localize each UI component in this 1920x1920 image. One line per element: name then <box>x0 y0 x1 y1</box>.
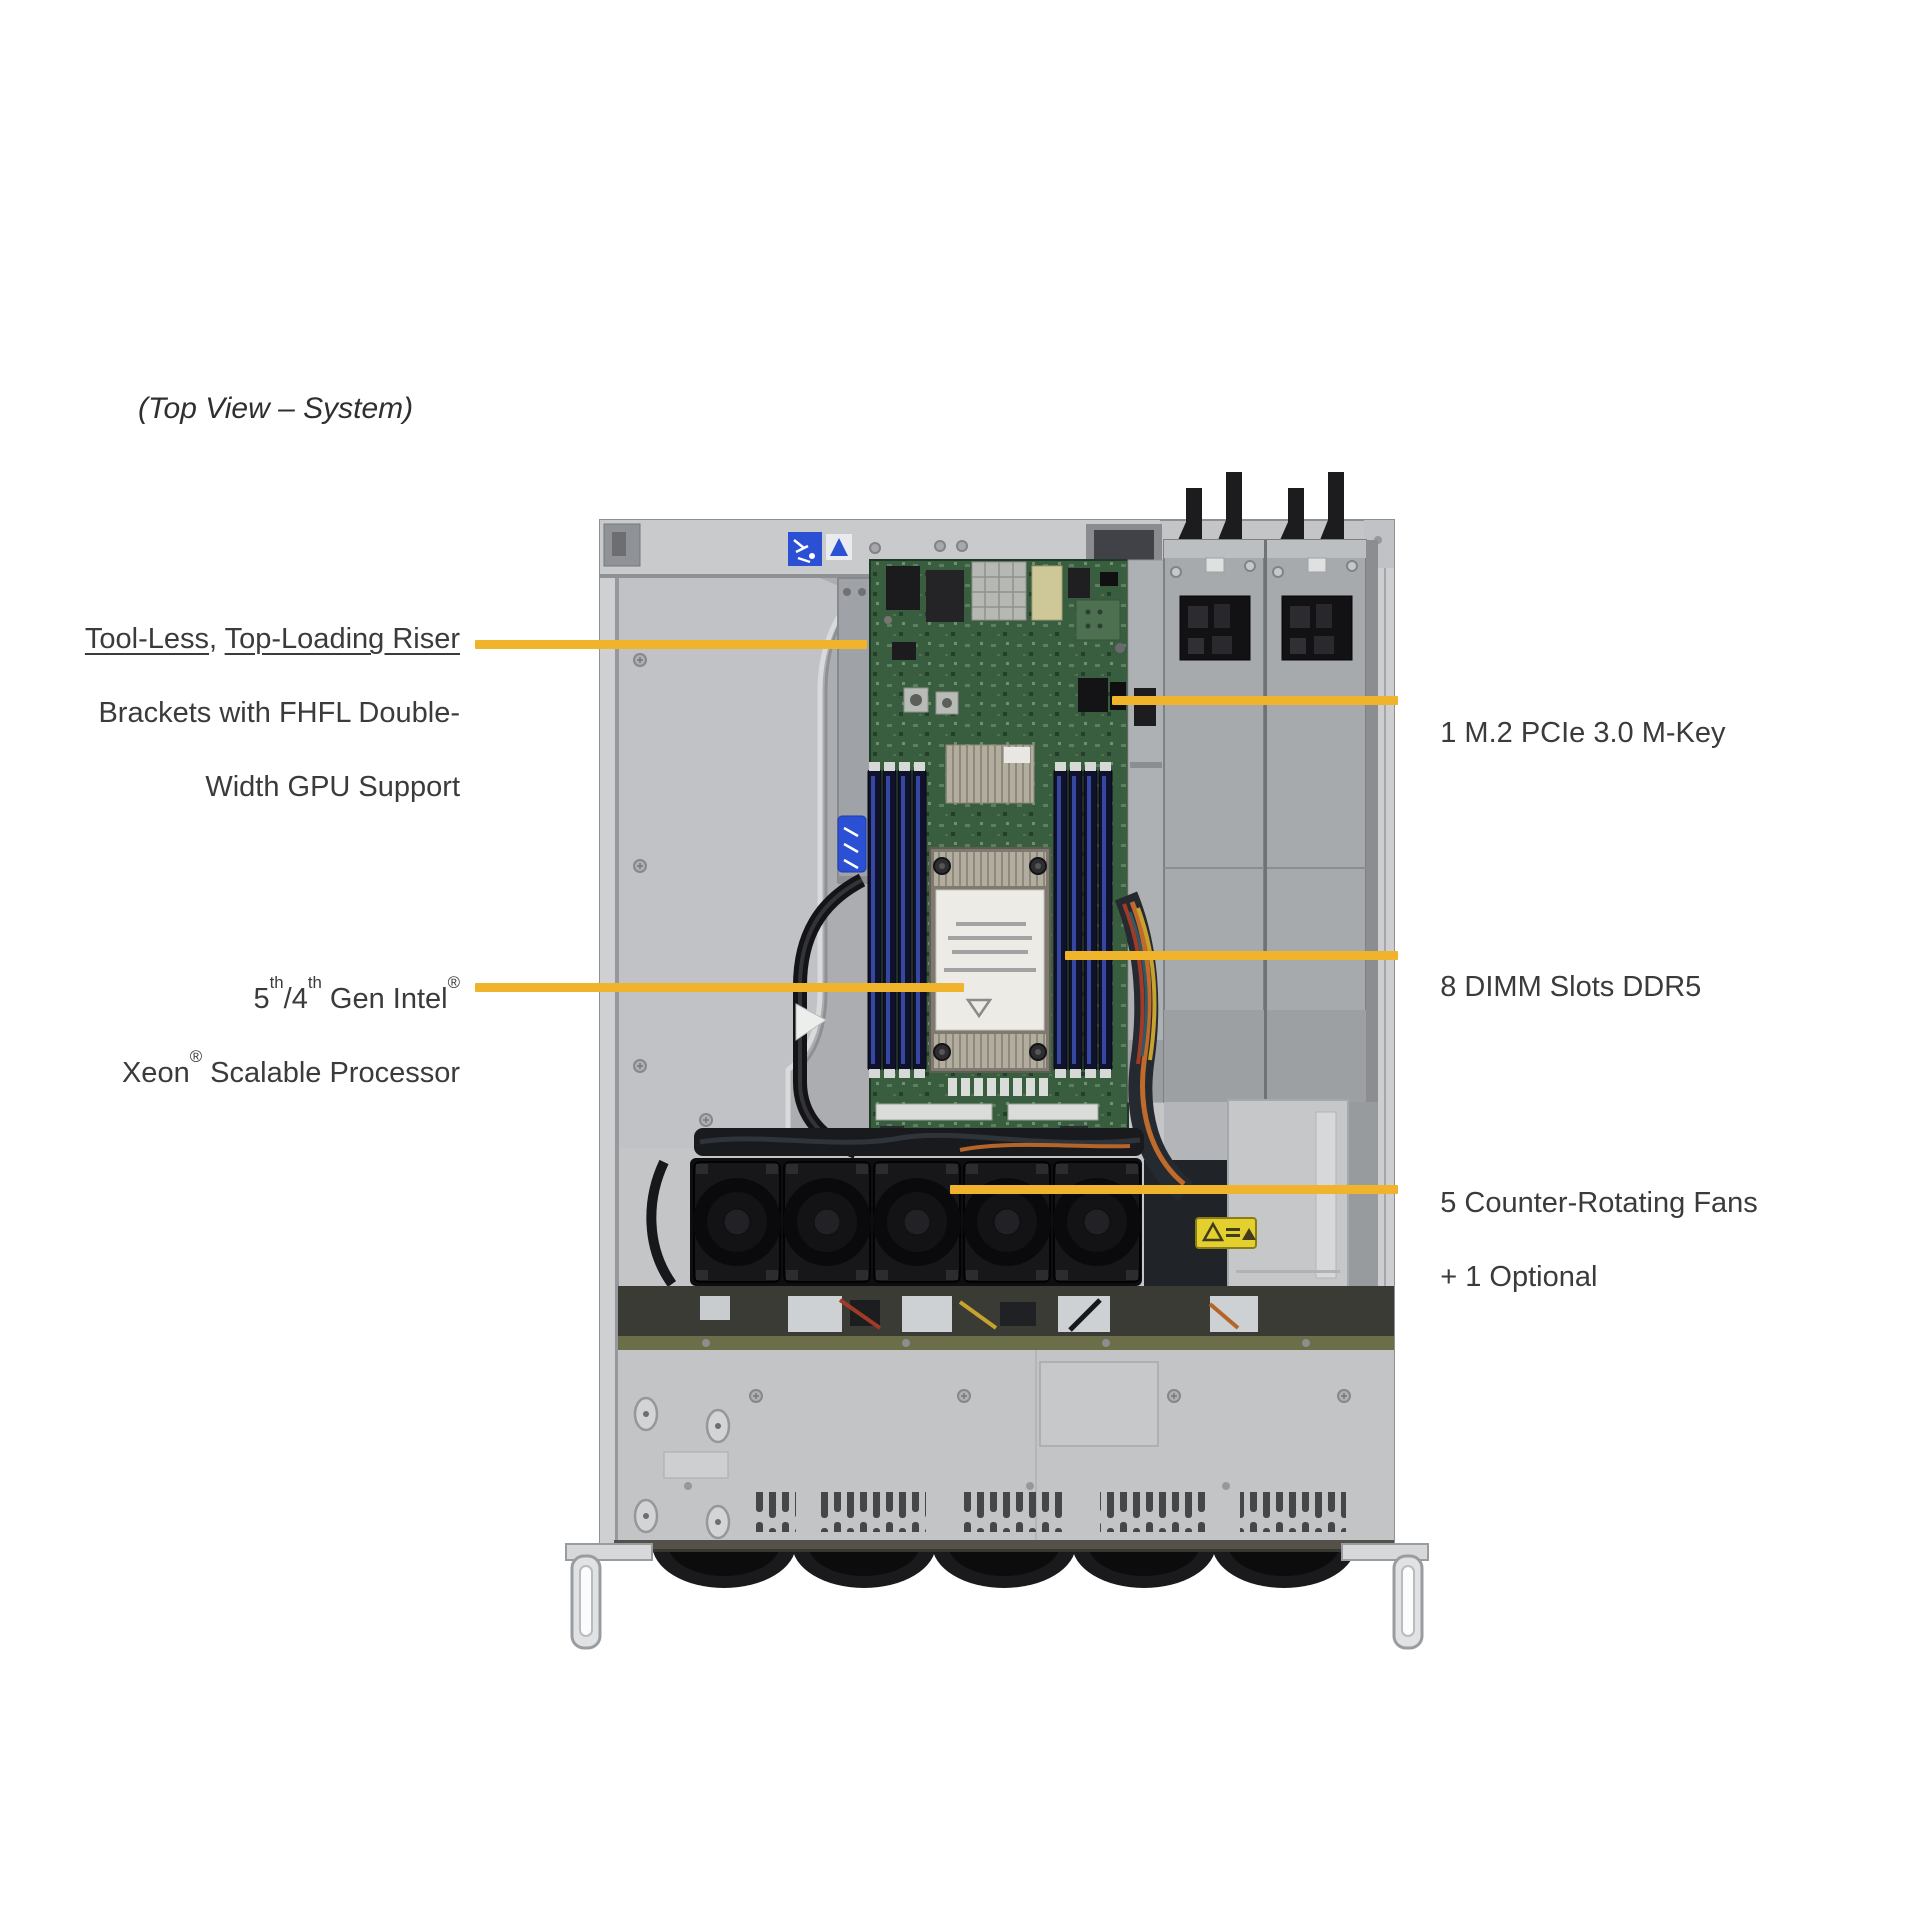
callout-line-m2 <box>1112 696 1398 705</box>
label-riser-line-3: Width GPU Support <box>205 771 460 803</box>
dimm-bank-right <box>1053 762 1113 1078</box>
label-processor: 5th/4th Gen Intel® Xeon® Scalable Proces… <box>30 944 460 1129</box>
mounting-ear-left <box>565 1543 653 1650</box>
label-fans: 5 Counter-Rotating Fans + 1 Optional <box>1408 1148 1828 1333</box>
label-dimm-slots: 8 DIMM Slots DDR5 <box>1408 932 1828 1043</box>
cpu-label <box>935 889 1045 1031</box>
fan-4 <box>963 1161 1051 1283</box>
m2-slot <box>1078 678 1126 712</box>
label-processor-tail1: Gen Intel <box>321 983 448 1015</box>
label-dimm-text: 8 DIMM Slots DDR5 <box>1440 971 1702 1003</box>
dimm-bank-left <box>867 762 927 1078</box>
motherboard <box>867 559 1129 1147</box>
fan-assembly <box>690 1158 1142 1286</box>
label-riser-brackets: Tool-Less, Top-Loading Riser Brackets wi… <box>30 584 460 843</box>
warning-label <box>1195 1217 1257 1249</box>
callout-line-riser <box>475 640 867 649</box>
label-riser-underline-1: Tool-Less <box>84 623 210 655</box>
label-processor-gen2: 4 <box>291 983 308 1015</box>
label-processor-sup2: th <box>307 973 322 993</box>
callout-line-fans <box>950 1185 1398 1194</box>
label-fans-line-1: 5 Counter-Rotating Fans <box>1440 1187 1758 1219</box>
mounting-ear-right <box>1341 1543 1429 1650</box>
board-edge-connectors <box>875 1078 1099 1121</box>
label-m2-slot: 1 M.2 PCIe 3.0 M-Key <box>1408 678 1828 789</box>
psu-handle <box>1178 472 1242 540</box>
cable-bundle-right <box>1114 891 1194 1202</box>
front-edge <box>614 1540 1394 1552</box>
callout-line-dimm <box>1065 951 1398 960</box>
chipset-heatsink <box>945 744 1035 804</box>
cable-tie-flag <box>795 1003 827 1041</box>
fan-5 <box>1053 1161 1141 1283</box>
psu-2 <box>1265 472 1367 1103</box>
fan-3 <box>873 1161 961 1283</box>
label-m2-text: 1 M.2 PCIe 3.0 M-Key <box>1440 717 1726 749</box>
cpu-heatsink <box>929 847 1051 1073</box>
label-riser-underline-2: Top-Loading Riser <box>224 623 460 655</box>
cable-harness-front <box>694 1128 1144 1156</box>
psu-1 <box>1163 472 1265 1103</box>
label-processor-brand: Xeon <box>121 1057 190 1089</box>
riser-bracket-area <box>619 577 871 1148</box>
label-processor-slash: / <box>283 983 292 1015</box>
front-fans <box>653 1552 1355 1588</box>
io-ports <box>886 561 1090 622</box>
label-riser-line-2: Brackets with FHFL Double- <box>98 697 460 729</box>
service-label-blue <box>788 532 852 566</box>
fan-2 <box>783 1161 871 1283</box>
callout-line-processor <box>475 983 964 992</box>
label-processor-tail2: Scalable Processor <box>202 1057 460 1089</box>
label-fans-line-2: + 1 Optional <box>1440 1261 1598 1293</box>
figure-title: (Top View – System) <box>138 392 414 425</box>
bga-chip <box>1075 599 1121 641</box>
socket-squares <box>903 687 959 715</box>
psu-handle <box>1280 472 1344 540</box>
drive-backplane <box>618 1286 1394 1350</box>
registered-mark-icon: ® <box>447 973 460 993</box>
registered-mark-icon: ® <box>189 1047 203 1067</box>
optional-fan-bay <box>1227 1099 1349 1291</box>
label-processor-gen1: 5 <box>253 983 270 1015</box>
chassis-floor <box>618 1350 1394 1542</box>
label-processor-sup1: th <box>269 973 284 993</box>
fan-1 <box>693 1161 781 1283</box>
label-riser-separator: , <box>209 623 225 655</box>
floor-vents <box>752 1492 1346 1532</box>
